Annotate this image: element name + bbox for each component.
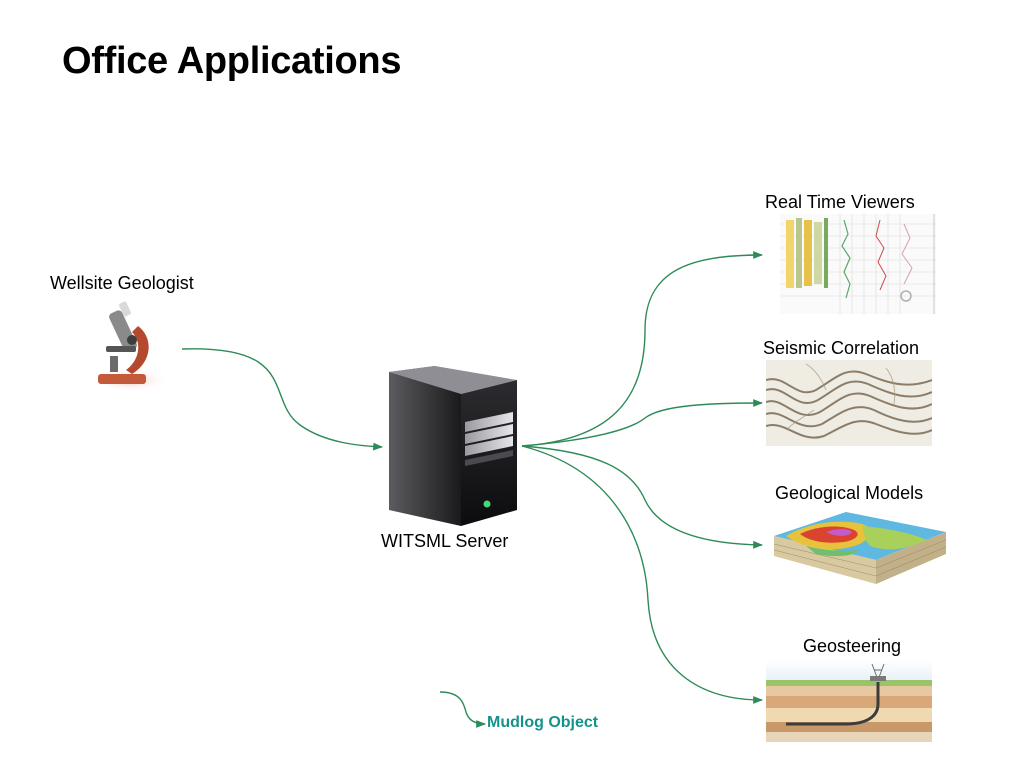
mudlog-object-legend-label: Mudlog Object [487, 714, 599, 731]
server-tower-icon [389, 366, 517, 526]
log-viewer-icon [780, 214, 936, 314]
witsml-server-label: WITSML Server [381, 531, 509, 551]
wellsite-geologist-label: Wellsite Geologist [50, 273, 194, 293]
arrow-geologist-to-server [181, 348, 383, 451]
microscope-icon [92, 301, 168, 392]
real-time-viewers-label: Real Time Viewers [765, 192, 915, 212]
geosteering-well-icon [766, 660, 932, 742]
geological-models-label: Geological Models [775, 483, 924, 503]
legend-arrow [439, 691, 486, 728]
geosteering-label: Geosteering [803, 636, 902, 656]
arrow-server-to-realtime [521, 251, 763, 447]
seismic-correlation-label: Seismic Correlation [763, 338, 920, 358]
arrow-server-to-seismic [521, 399, 763, 447]
geological-model-icon [773, 512, 947, 584]
arrow-server-to-geosteering [521, 445, 763, 704]
slide-title: Office Applications [62, 40, 402, 82]
arrow-server-to-geomodels [521, 445, 763, 549]
seismic-section-icon [766, 360, 932, 446]
